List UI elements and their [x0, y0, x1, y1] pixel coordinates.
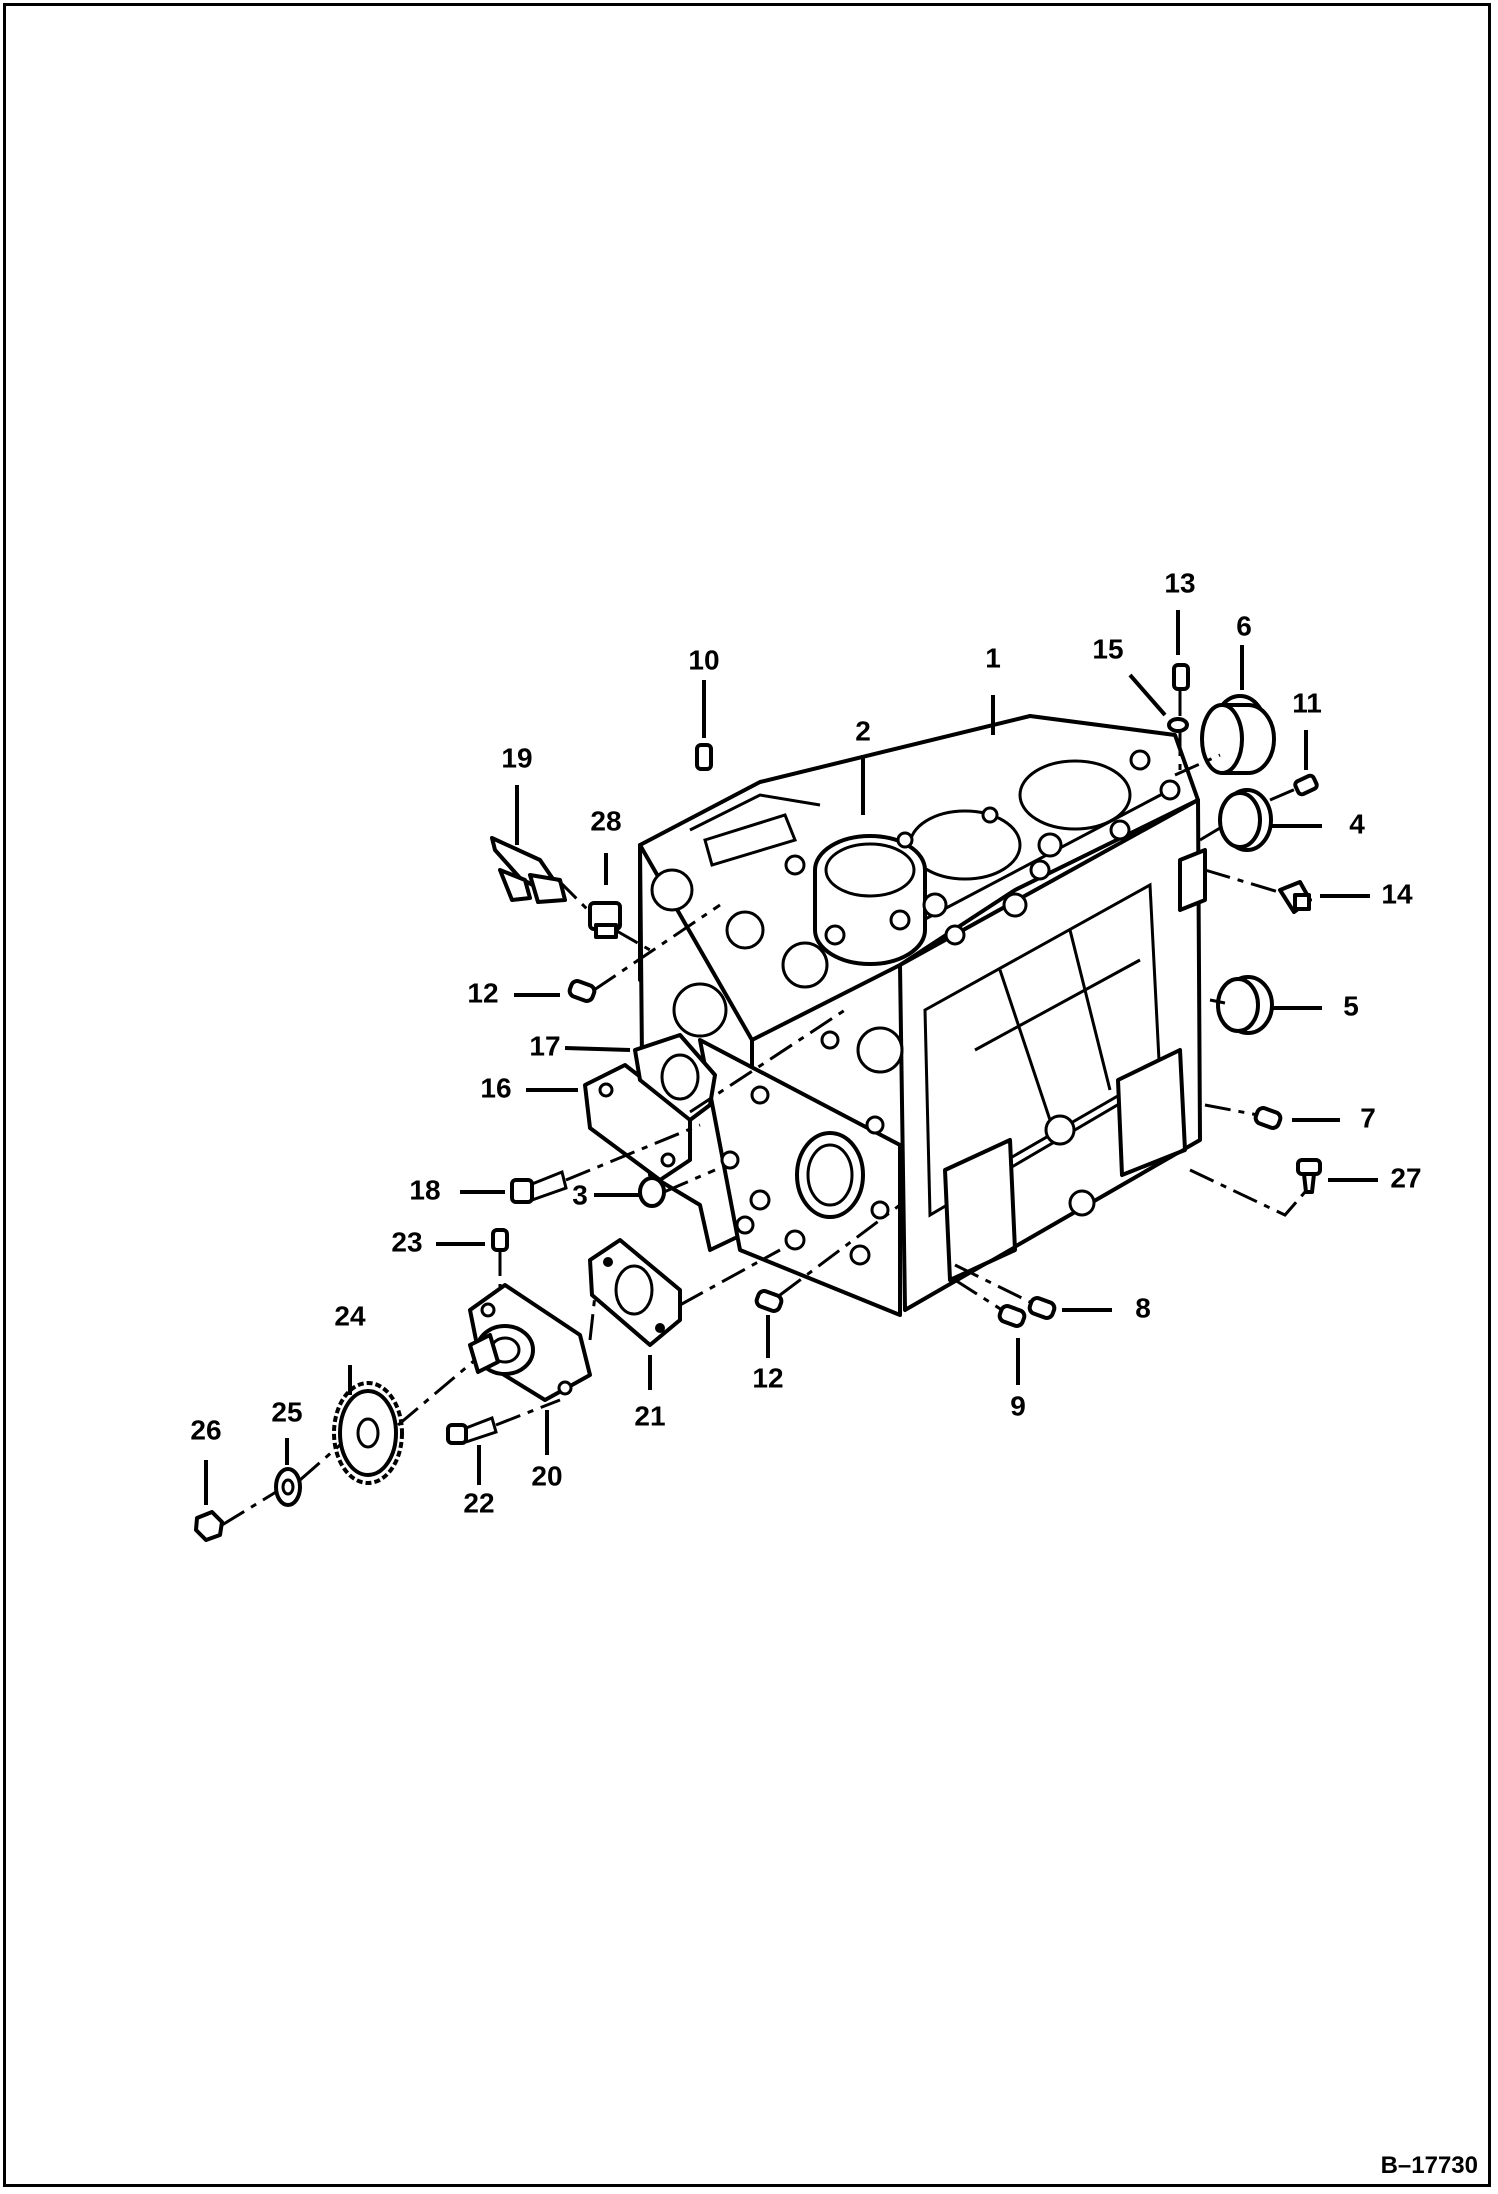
part-12-pin-lower — [754, 1289, 784, 1313]
callout-6: 6 — [1236, 610, 1252, 641]
part-24-gear — [332, 1381, 404, 1485]
drawing-border — [3, 3, 1491, 2187]
part-7-plug — [1253, 1106, 1283, 1130]
callout-12-upper: 12 — [467, 977, 498, 1008]
part-8-pin — [1027, 1296, 1057, 1320]
part-12-pin-upper — [567, 979, 597, 1003]
part-26-nut — [194, 1510, 224, 1542]
part-11-plug — [1293, 773, 1319, 797]
callout-21: 21 — [634, 1400, 665, 1431]
callout-10: 10 — [688, 644, 719, 675]
callout-15: 15 — [1092, 633, 1123, 664]
callout-3: 3 — [572, 1179, 588, 1210]
part-20-oil-pump — [468, 1283, 592, 1402]
callout-20: 20 — [531, 1460, 562, 1491]
part-15-o-ring — [1167, 717, 1189, 733]
drawing-reference-number: B–17730 — [1380, 2152, 1478, 2179]
part-25-washer — [274, 1467, 302, 1507]
callout-18: 18 — [409, 1174, 440, 1205]
callout-12-lower: 12 — [752, 1362, 783, 1393]
callout-2: 2 — [855, 715, 871, 746]
callout-8: 8 — [1135, 1292, 1151, 1323]
part-13-dowel — [1172, 663, 1190, 691]
callout-7: 7 — [1360, 1102, 1376, 1133]
callout-17: 17 — [529, 1030, 560, 1061]
callout-23: 23 — [391, 1226, 422, 1257]
part-18-bolt — [510, 1169, 568, 1204]
callout-27: 27 — [1390, 1162, 1421, 1193]
part-6-seal — [1200, 694, 1276, 775]
part-10-dowel — [695, 743, 713, 771]
callout-26: 26 — [190, 1414, 221, 1445]
callout-1: 1 — [985, 642, 1001, 673]
callout-14: 14 — [1381, 878, 1413, 909]
callout-4: 4 — [1349, 808, 1365, 839]
callout-16: 16 — [480, 1072, 511, 1103]
part-22-bolt — [446, 1416, 498, 1445]
part-21-gasket — [588, 1238, 682, 1347]
part-5-seal — [1216, 975, 1274, 1035]
alignment-lines — [221, 690, 1307, 1527]
leader-lines — [204, 610, 1378, 1505]
callout-5: 5 — [1343, 990, 1359, 1021]
callout-11: 11 — [1292, 687, 1322, 718]
part-14-fitting — [1278, 880, 1312, 914]
part-9-pin — [997, 1304, 1027, 1328]
part-16-cover — [583, 1063, 692, 1182]
part-19-fitting — [490, 836, 567, 904]
callout-labels: 1 2 3 4 5 6 7 8 9 10 11 12 12 13 14 15 1… — [190, 567, 1421, 1518]
part-4-cap — [1218, 788, 1273, 852]
callout-22: 22 — [463, 1487, 494, 1518]
part-23-pin — [491, 1228, 509, 1252]
callout-24: 24 — [334, 1300, 366, 1331]
callout-19: 19 — [501, 742, 532, 773]
part-3-plug — [638, 1176, 666, 1208]
part-27-bolt — [1296, 1158, 1322, 1194]
callout-9: 9 — [1010, 1390, 1026, 1421]
cylinder-block — [638, 714, 1207, 1317]
part-17-gasket — [633, 1033, 717, 1122]
callout-25: 25 — [271, 1396, 302, 1427]
callout-28: 28 — [590, 805, 621, 836]
callout-13: 13 — [1164, 567, 1195, 598]
